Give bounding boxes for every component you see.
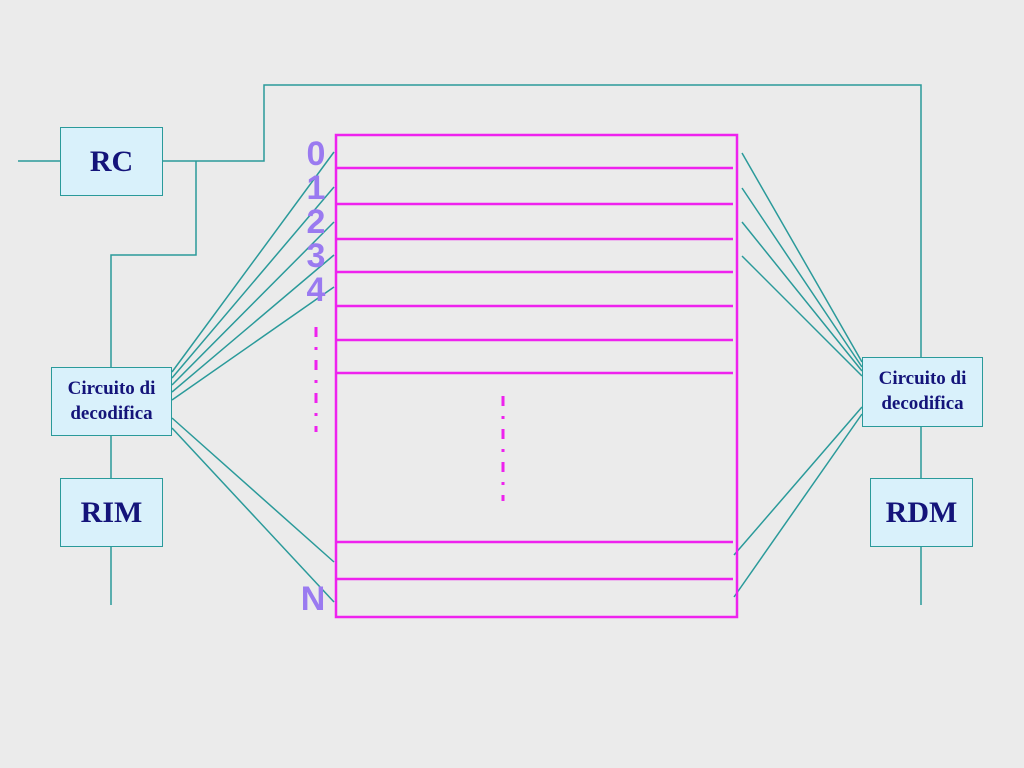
left-select-line (171, 254, 335, 393)
rim-register: RIM (60, 478, 163, 547)
rc-register-label: RC (89, 144, 134, 178)
left-select-line (171, 151, 335, 373)
right-select-line (733, 413, 863, 598)
left-select-line (171, 221, 335, 386)
row-label-n: N (300, 580, 326, 618)
row-label-3: 3 (306, 237, 326, 275)
memory-border (334, 133, 739, 619)
left-select-line (171, 417, 335, 563)
row-label-1: 1 (306, 169, 326, 207)
row-label-2: 2 (306, 203, 326, 241)
rdm-register-label: RDM (885, 495, 958, 529)
left-decoder-label: Circuito di decodifica (67, 377, 156, 424)
rc-to-left-decoder-wire (110, 161, 197, 368)
right-select-line (741, 221, 863, 372)
rim-register-label: RIM (80, 495, 143, 529)
left-decoder: Circuito di decodifica (51, 367, 172, 436)
left-select-line (171, 186, 335, 379)
rc-register: RC (60, 127, 163, 196)
row-label-4: 4 (306, 271, 326, 309)
right-select-line (733, 406, 863, 556)
right-select-line (741, 255, 863, 377)
right-decoder: Circuito di decodifica (862, 357, 983, 427)
row-label-0: 0 (306, 135, 326, 173)
rc-output-wire (162, 84, 922, 358)
left-select-line (171, 286, 335, 401)
right-select-line (741, 187, 863, 368)
left-select-line (171, 427, 335, 603)
right-decoder-label: Circuito di decodifica (878, 368, 967, 414)
wires (18, 84, 922, 605)
right-select-line (741, 152, 863, 363)
rdm-register: RDM (870, 478, 973, 547)
memory-array (314, 133, 739, 619)
